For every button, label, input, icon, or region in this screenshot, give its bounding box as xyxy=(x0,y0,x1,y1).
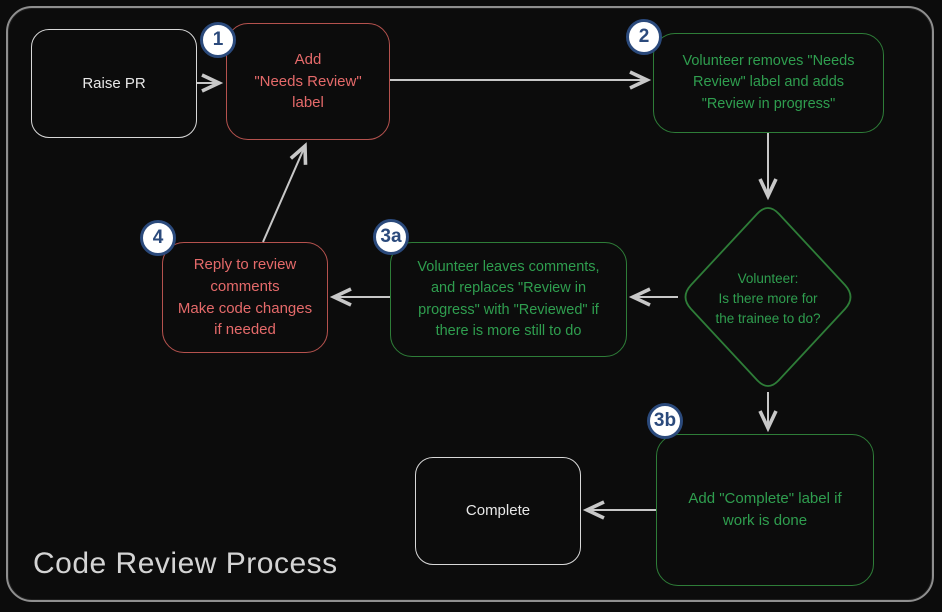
badge-step1-label: 1 xyxy=(212,29,224,50)
node-step3b: Add "Complete" label if work is done xyxy=(656,434,874,586)
node-step1: Add "Needs Review" label xyxy=(226,23,390,140)
node-step1-line: "Needs Review" xyxy=(254,72,362,90)
node-decision-line: the trainee to do? xyxy=(715,311,821,327)
node-step2-line: Review" label and adds xyxy=(692,74,845,91)
node-step4-line: comments xyxy=(210,277,280,295)
node-step3a-line: there is more still to do xyxy=(435,322,582,339)
badge-step3b: 3b xyxy=(647,403,683,439)
node-step1-line: Add xyxy=(294,50,322,68)
node-step4-line: if needed xyxy=(214,321,276,339)
badge-step2-label: 2 xyxy=(638,26,650,47)
node-step4-line: Make code changes xyxy=(177,299,313,317)
node-complete: Complete xyxy=(415,457,581,565)
node-step3a-line: progress" with "Reviewed" if xyxy=(418,301,599,318)
badge-step3a: 3a xyxy=(373,219,409,255)
node-raise-pr-label: Raise PR xyxy=(82,74,146,92)
node-raise-pr: Raise PR xyxy=(31,29,197,138)
badge-step2: 2 xyxy=(626,19,662,55)
badge-step4-label: 4 xyxy=(152,227,164,248)
node-complete-label: Complete xyxy=(465,502,531,520)
node-step4-line: Reply to review xyxy=(193,256,297,273)
node-step3b-line: work is done xyxy=(722,512,808,529)
badge-step3b-label: 3b xyxy=(653,410,677,431)
node-decision: Volunteer: Is there more for the trainee… xyxy=(683,258,853,340)
node-decision-line: Is there more for xyxy=(718,290,818,306)
node-decision-line: Volunteer: xyxy=(737,270,799,286)
node-step3b-line: Add "Complete" label if xyxy=(688,490,842,508)
node-step2-line: Volunteer removes "Needs xyxy=(682,53,855,70)
badge-step1: 1 xyxy=(200,22,236,58)
node-step1-line: label xyxy=(292,94,324,112)
node-step3a-line: and replaces "Review in xyxy=(430,280,587,297)
badge-step3a-label: 3a xyxy=(380,226,402,247)
node-step2: Volunteer removes "Needs Review" label a… xyxy=(653,33,884,133)
node-step3a: Volunteer leaves comments, and replaces … xyxy=(390,242,627,357)
node-step4: Reply to review comments Make code chang… xyxy=(162,242,328,353)
diagram-frame xyxy=(6,6,934,602)
node-step2-line: "Review in progress" xyxy=(701,95,836,112)
badge-step4: 4 xyxy=(140,220,176,256)
page-title: Code Review Process xyxy=(33,547,338,580)
node-step3a-line: Volunteer leaves comments, xyxy=(417,259,600,276)
